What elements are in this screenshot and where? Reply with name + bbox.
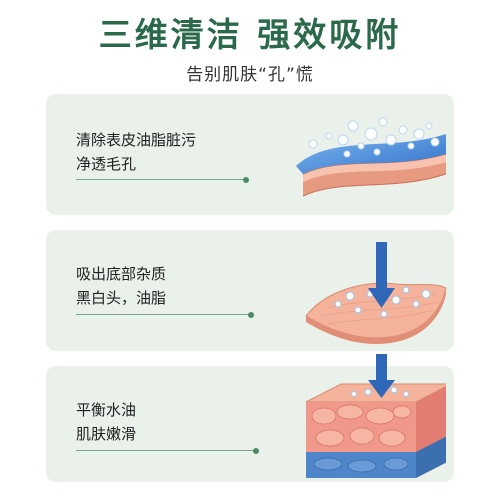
feature-caption-line-1: 吸出底部杂质	[76, 265, 167, 283]
page-title: 三维清洁 强效吸附	[98, 15, 402, 54]
page-subtitle: 告别肌肤“孔”慌	[186, 65, 314, 85]
feature-caption-line-2: 净透毛孔	[76, 155, 137, 173]
feature-card-deep-extraction: 吸出底部杂质 黑白头，油脂	[46, 230, 454, 351]
feature-caption-line-2: 肌肤嫩滑	[76, 425, 137, 443]
leader-line	[76, 311, 254, 318]
skin-surface-water-illustration	[296, 117, 447, 197]
feature-caption-line-1: 清除表皮油脂脏污	[76, 131, 197, 149]
feature-caption-line-1: 平衡水油	[76, 401, 137, 419]
skin-block-illustration	[305, 354, 446, 478]
feature-card-surface-cleanse: 清除表皮油脂脏污 净透毛孔	[46, 94, 454, 215]
feature-caption: 清除表皮油脂脏污 净透毛孔	[76, 128, 196, 176]
feature-caption: 平衡水油 肌肤嫩滑	[76, 398, 136, 446]
leader-line	[76, 447, 259, 454]
skin-extraction-illustration	[305, 242, 447, 344]
feature-caption-line-2: 黑白头，油脂	[76, 289, 167, 307]
feature-card-balance: 平衡水油 肌肤嫩滑	[46, 354, 454, 482]
leader-line	[76, 176, 249, 183]
feature-caption: 吸出底部杂质 黑白头，油脂	[76, 262, 166, 310]
